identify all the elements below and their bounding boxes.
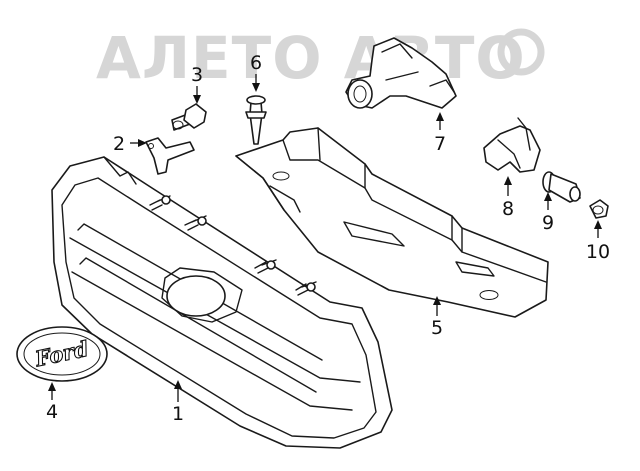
watermark-logo-icon <box>497 28 545 76</box>
ford-emblem-icon <box>16 326 108 382</box>
air-deflector-part <box>235 127 549 318</box>
callout-6: 6 <box>250 52 262 74</box>
callout-3: 3 <box>191 64 203 86</box>
callout-8: 8 <box>502 198 514 220</box>
watermark-text: АЛЕТО АВТО <box>96 24 526 92</box>
air-deflector-icon <box>235 127 549 318</box>
plug-part <box>589 199 609 219</box>
ford-emblem-part: Ford <box>16 326 108 382</box>
camera-icon <box>345 37 457 109</box>
clip-icon <box>483 125 541 173</box>
callout-9: 9 <box>542 212 554 234</box>
callout-5: 5 <box>431 317 443 339</box>
callout-4: 4 <box>46 401 58 423</box>
grille-emblem-mount <box>166 275 226 317</box>
watermark: АЛЕТО АВТО <box>96 24 545 92</box>
rivet-part <box>542 171 581 203</box>
callout-1: 1 <box>172 403 184 425</box>
bracket-part <box>145 137 195 175</box>
plug-icon <box>589 199 609 219</box>
camera-part <box>345 37 457 109</box>
grille-part <box>51 156 393 449</box>
clip-part <box>483 117 541 173</box>
leader-lines <box>48 74 602 402</box>
bolt-part <box>171 103 207 131</box>
grille-mounting-studs <box>149 195 317 296</box>
push-pin-icon <box>249 101 263 145</box>
bracket-icon <box>145 137 195 175</box>
callouts: 1 2 3 4 5 6 7 8 9 10 <box>46 52 610 425</box>
push-pin-part <box>245 95 267 145</box>
callout-7: 7 <box>434 133 446 155</box>
callout-10: 10 <box>586 241 610 263</box>
callout-2: 2 <box>113 133 125 155</box>
